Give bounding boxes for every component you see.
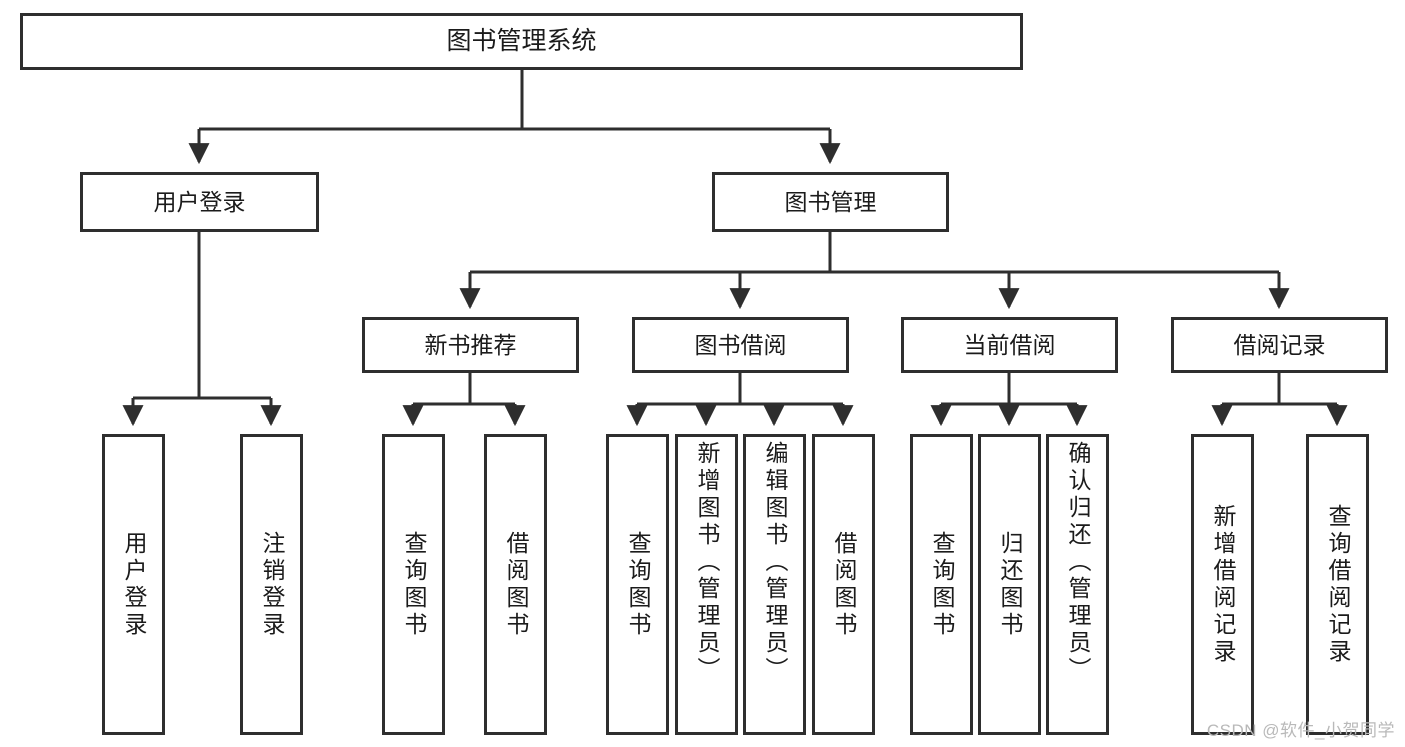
node-leaf-add-borrow-record[interactable]: 新增借阅记录 [1191, 434, 1254, 735]
node-leaf-return-book[interactable]: 归还图书 [978, 434, 1041, 735]
node-leaf-add-book-admin[interactable]: 新增图书（管理员） [675, 434, 738, 735]
node-label: 查询图书 [929, 530, 955, 639]
node-leaf-user-login[interactable]: 用户登录 [102, 434, 165, 735]
node-label: 注销登录 [259, 530, 285, 639]
node-label: 图书管理系统 [446, 27, 597, 56]
node-book-manage[interactable]: 图书管理 [712, 172, 949, 232]
node-label: 用户登录 [121, 530, 147, 639]
node-label: 确认归还（管理员） [1065, 441, 1091, 684]
node-leaf-query-borrow-record[interactable]: 查询借阅记录 [1306, 434, 1369, 735]
node-leaf-query-book-3[interactable]: 查询图书 [910, 434, 973, 735]
node-label: 查询图书 [625, 530, 651, 639]
node-label: 查询图书 [401, 530, 427, 639]
node-leaf-edit-book-admin[interactable]: 编辑图书（管理员） [743, 434, 806, 735]
node-label: 新增图书（管理员） [694, 441, 720, 684]
node-label: 新书推荐 [424, 331, 517, 358]
node-user-login[interactable]: 用户登录 [80, 172, 319, 232]
watermark-text: CSDN @软件_小贺同学 [1206, 721, 1395, 740]
node-leaf-query-book-1[interactable]: 查询图书 [382, 434, 445, 735]
node-label: 归还图书 [997, 530, 1023, 639]
node-label: 当前借阅 [963, 331, 1056, 358]
node-label: 图书借阅 [694, 331, 787, 358]
node-label: 图书管理 [784, 188, 877, 215]
node-leaf-confirm-return-admin[interactable]: 确认归还（管理员） [1046, 434, 1109, 735]
node-leaf-borrow-book-1[interactable]: 借阅图书 [484, 434, 547, 735]
node-label: 编辑图书（管理员） [762, 441, 788, 684]
node-leaf-borrow-book-2[interactable]: 借阅图书 [812, 434, 875, 735]
node-new-book-recommend[interactable]: 新书推荐 [362, 317, 579, 373]
node-current-borrow[interactable]: 当前借阅 [901, 317, 1118, 373]
node-label: 查询借阅记录 [1325, 503, 1351, 666]
node-label: 借阅记录 [1233, 331, 1326, 358]
node-borrow-record[interactable]: 借阅记录 [1171, 317, 1388, 373]
node-book-management-system[interactable]: 图书管理系统 [20, 13, 1023, 70]
node-label: 借阅图书 [503, 530, 529, 639]
node-label: 用户登录 [153, 188, 246, 215]
node-leaf-query-book-2[interactable]: 查询图书 [606, 434, 669, 735]
node-label: 新增借阅记录 [1210, 503, 1236, 666]
node-book-borrow[interactable]: 图书借阅 [632, 317, 849, 373]
node-leaf-logout-login[interactable]: 注销登录 [240, 434, 303, 735]
node-label: 借阅图书 [831, 530, 857, 639]
